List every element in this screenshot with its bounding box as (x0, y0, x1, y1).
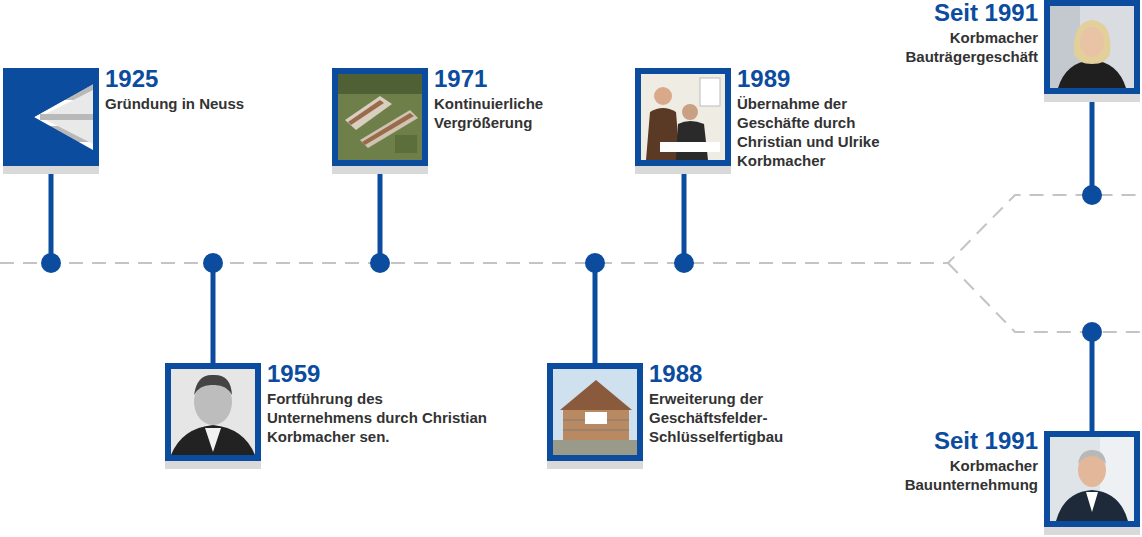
timeline-branch-lower (948, 263, 1142, 332)
timeline-text: 1971Kontinuierliche Vergrößerung (434, 66, 576, 132)
timeline-dot (41, 253, 61, 273)
timeline-photo-box: 1989Übernahme der Geschäfte durch Christ… (635, 68, 731, 166)
year-heading: 1959 (267, 361, 489, 387)
event-description: Erweiterung der Geschäftsfelder- Schlüss… (649, 389, 817, 446)
shadows (3, 94, 1140, 535)
dots (41, 185, 1102, 342)
portrait-photo (1050, 6, 1134, 88)
event-description: Übernahme der Geschäfte durch Christian … (737, 94, 891, 170)
building-photo (553, 369, 637, 455)
year-heading: 1925 (105, 66, 244, 92)
year-heading: 1988 (649, 361, 817, 387)
box-shadow (635, 166, 731, 174)
year-heading: 1971 (434, 66, 576, 92)
aerial-photo (338, 74, 422, 160)
timeline-text: 1988Erweiterung der Geschäftsfelder- Sch… (649, 361, 817, 446)
timeline-dot (1082, 185, 1102, 205)
box-shadow (1044, 527, 1140, 535)
box-shadow (547, 461, 643, 469)
year-heading: 1989 (737, 66, 891, 92)
year-heading: Seit 1991 (863, 428, 1038, 454)
timeline-dot (203, 253, 223, 273)
timeline-text: Seit 1991Korbmacher Bauunternehmung (863, 428, 1038, 494)
stem (378, 174, 383, 263)
box-shadow (1044, 94, 1140, 102)
timeline-text: 1989Übernahme der Geschäfte durch Christ… (737, 66, 891, 170)
timeline-photo-box: Seit 1991Korbmacher Bauträgergeschäft (1044, 0, 1140, 94)
stem (1090, 332, 1095, 431)
portrait-photo (1050, 437, 1134, 521)
timeline-dot (370, 253, 390, 273)
stem (593, 263, 598, 363)
box-shadow (332, 166, 428, 174)
meeting-photo (641, 74, 725, 160)
timeline-text: Seit 1991Korbmacher Bauträgergeschäft (863, 0, 1038, 66)
timeline-dot (1082, 322, 1102, 342)
box-shadow (165, 461, 261, 469)
timeline-photo-box: 1959Fortführung des Unternehmens durch C… (165, 363, 261, 461)
portrait-photo (171, 369, 255, 455)
year-heading: Seit 1991 (863, 0, 1038, 26)
event-description: Gründung in Neuss (105, 94, 244, 113)
timeline-dot (585, 253, 605, 273)
company-logo (9, 74, 93, 160)
timeline-branch-upper (0, 195, 1142, 263)
timeline-photo-box: Seit 1991Korbmacher Bauunternehmung (1044, 431, 1140, 527)
stem (211, 263, 216, 363)
event-description: Korbmacher Bauunternehmung (863, 456, 1038, 494)
timeline-photo-box: 1925Gründung in Neuss (3, 68, 99, 166)
event-description: Fortführung des Unternehmens durch Chris… (267, 389, 489, 446)
stem (49, 174, 54, 263)
timeline-text: 1959Fortführung des Unternehmens durch C… (267, 361, 489, 446)
stem (1090, 102, 1095, 195)
timeline-dot (674, 253, 694, 273)
timeline-text: 1925Gründung in Neuss (105, 66, 244, 113)
timeline-line (0, 195, 1142, 332)
event-description: Kontinuierliche Vergrößerung (434, 94, 576, 132)
box-shadow (3, 166, 99, 174)
stem (682, 174, 687, 263)
timeline-photo-box: 1988Erweiterung der Geschäftsfelder- Sch… (547, 363, 643, 461)
event-description: Korbmacher Bauträgergeschäft (863, 28, 1038, 66)
timeline-photo-box: 1971Kontinuierliche Vergrößerung (332, 68, 428, 166)
